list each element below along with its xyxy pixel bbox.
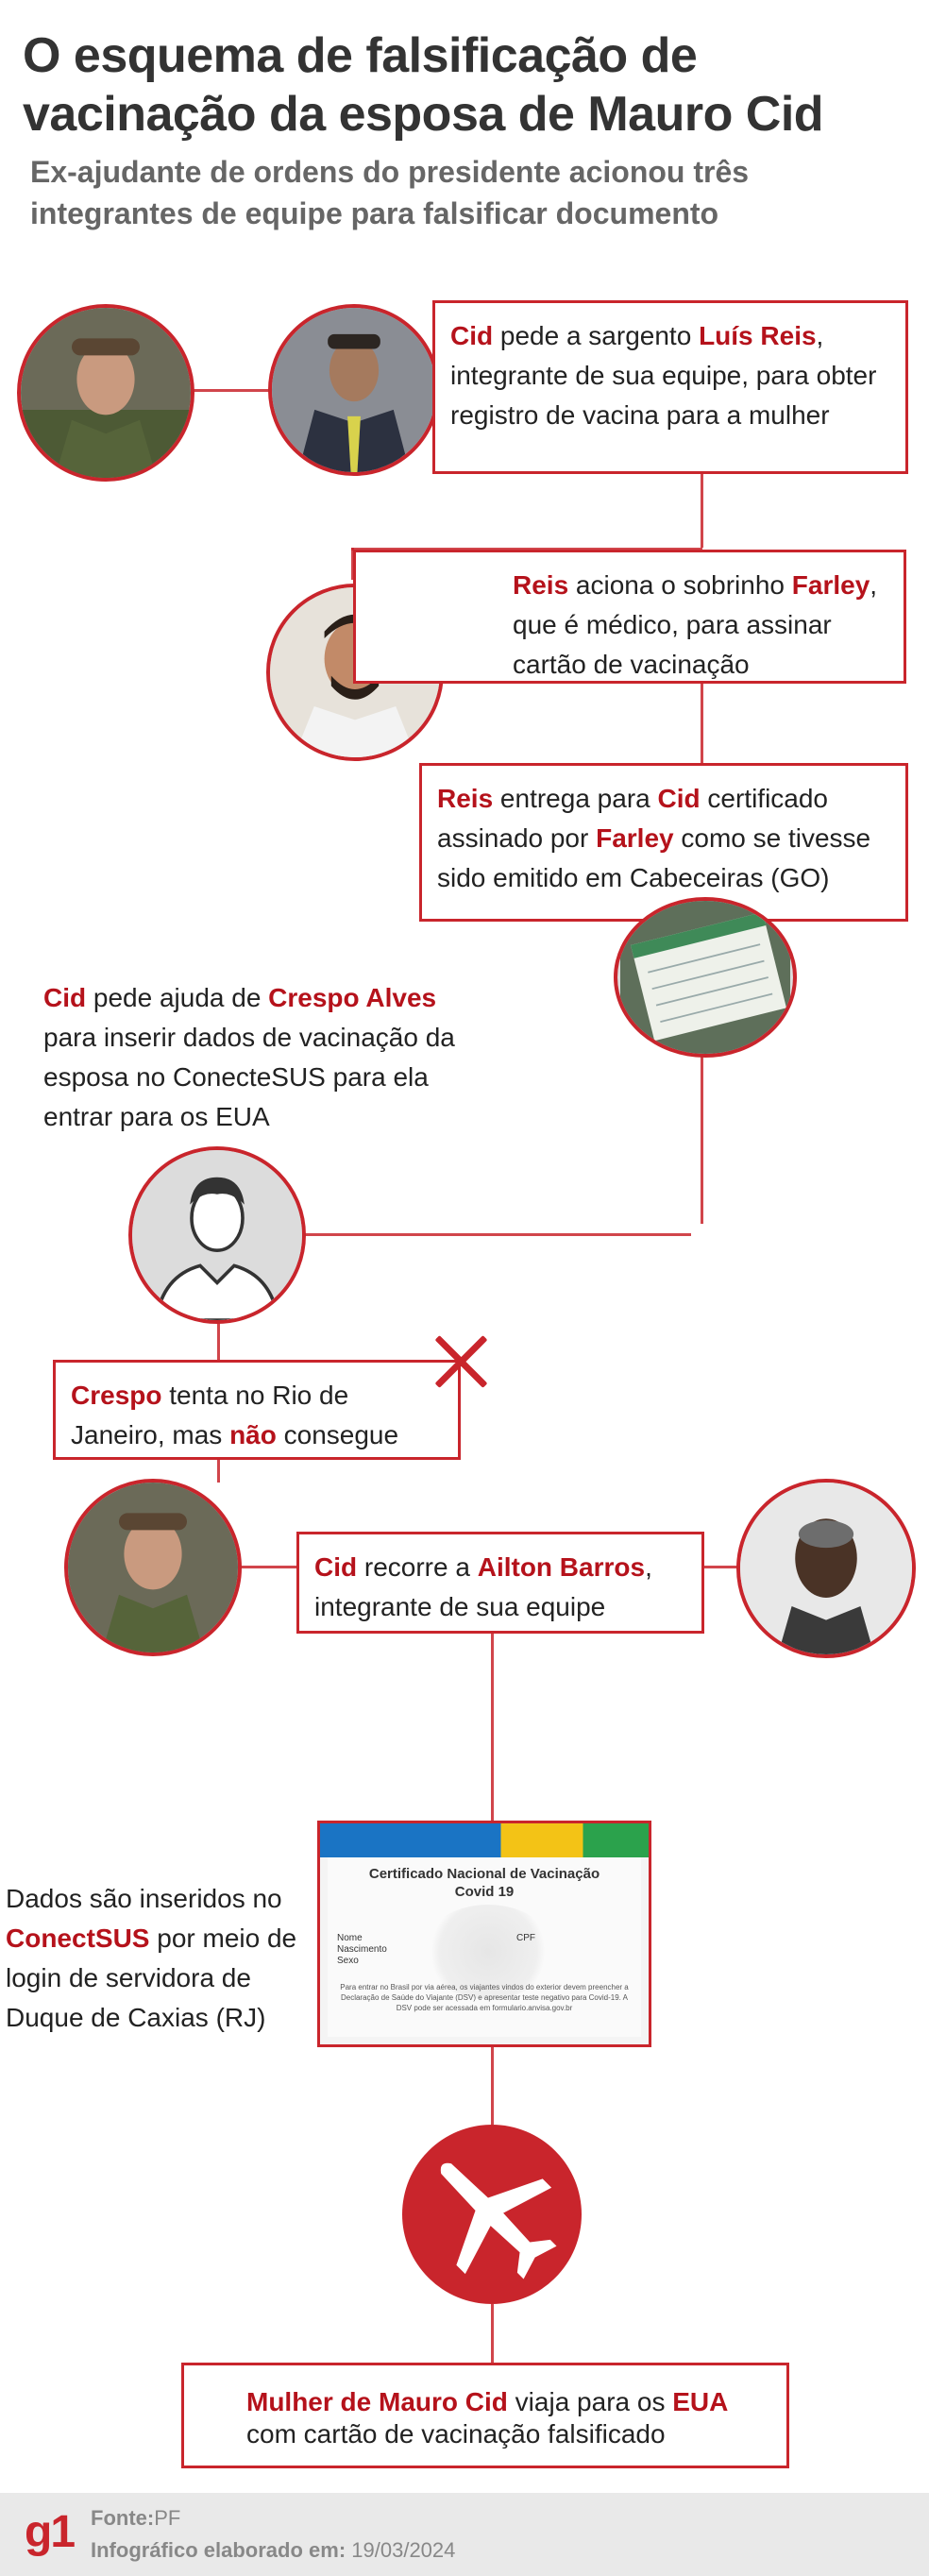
certificate-field-sex: Sexo (337, 1956, 359, 1966)
step-text: , integrante de sua equipe (314, 1552, 652, 1621)
connector-line (351, 548, 702, 551)
step-text: tenta no Rio de Janeiro, mas (71, 1381, 349, 1449)
connector-line (491, 2047, 494, 2125)
certificate-field-birth: Nascimento (337, 1944, 387, 1955)
luis-reis-photo (268, 304, 440, 476)
page-title: O esquema de falsificação de vacinação d… (23, 28, 824, 142)
footer: g1 Fonte:PF Infográfico elaborado em: 19… (0, 2493, 929, 2576)
step-text: , que é médico, para assinar cartão de v… (513, 570, 878, 679)
name-crespo-alves: Crespo Alves (268, 983, 437, 1012)
name-cid: Cid (450, 321, 494, 350)
name-reis: Reis (513, 570, 569, 600)
name-conectsus: ConectSUS (6, 1924, 150, 1953)
date-value: 19/03/2024 (351, 2538, 456, 2562)
brazil-seal-icon (422, 1905, 554, 1999)
source-label: Fonte: (91, 2506, 155, 2530)
connector-line (701, 680, 703, 772)
name-reis: Reis (437, 784, 494, 813)
step-text: consegue (276, 1420, 399, 1449)
step-text: aciona o sobrinho (568, 570, 792, 600)
connector-line (189, 389, 274, 392)
ailton-barros-photo (736, 1479, 916, 1658)
step-1-box: Cid pede a sargento Luís Reis, integrant… (432, 300, 908, 474)
step-7-text: Dados são inseridos no ConectSUS por mei… (6, 1879, 317, 2038)
certificate-subtitle: Covid 19 (454, 1884, 515, 1900)
step-text: por meio de login de servidora de Duque … (6, 1924, 297, 2032)
name-crespo: Crespo (71, 1381, 162, 1410)
name-farley: Farley (791, 570, 870, 600)
source-value: PF (154, 2506, 181, 2530)
step-text: , integrante de sua equipe, para obter r… (450, 321, 877, 430)
emphasis-nao: não (229, 1420, 277, 1449)
person-silhouette-icon (128, 1146, 306, 1324)
step-text: entrega para (493, 784, 658, 813)
step-4-text: Cid pede ajuda de Crespo Alves para inse… (43, 978, 487, 1137)
certificate-field-name: Nome (337, 1933, 363, 1943)
name-luis-reis: Luís Reis (699, 321, 817, 350)
date-line: Infográfico elaborado em: 19/03/2024 (91, 2538, 455, 2563)
connector-line (351, 548, 354, 580)
connector-line (236, 1566, 298, 1568)
connector-line (701, 1048, 703, 1224)
airplane-icon (402, 2125, 582, 2304)
step-8-box: Mulher de Mauro Cid viaja para os EUA co… (181, 2363, 789, 2468)
x-cross-icon (432, 1333, 489, 1390)
connector-line (491, 2304, 494, 2363)
certificate-header-bar (320, 1823, 649, 1857)
step-text: para inserir dados de vacinação da espos… (43, 1023, 455, 1131)
connector-line (491, 1628, 494, 1821)
step-text: recorre a (357, 1552, 478, 1582)
connector-line (701, 472, 703, 548)
name-mulher-de-mauro-cid: Mulher de Mauro Cid (246, 2387, 508, 2416)
step-text: com cartão de vacinação falsificado (246, 2419, 666, 2449)
step-2-box: Reis aciona o sobrinho Farley, que é méd… (353, 550, 906, 684)
name-ailton-barros: Ailton Barros (477, 1552, 646, 1582)
step-text: como se tivesse sido emitido em Cabeceir… (437, 823, 871, 892)
certificate-note: Para entrar no Brasil por via aérea, os … (340, 1983, 629, 2012)
connector-line (217, 1313, 220, 1360)
step-6-box: Cid recorre a Ailton Barros, integrante … (296, 1532, 704, 1634)
vaccination-card-photo (614, 897, 797, 1058)
step-3-box: Reis entrega para Cid certificado assina… (419, 763, 908, 922)
vaccination-certificate: Certificado Nacional de Vacinação Covid … (317, 1821, 651, 2047)
step-text: viaja para os (507, 2387, 673, 2416)
name-eua: EUA (672, 2387, 729, 2416)
certificate-title: Certificado Nacional de Vacinação (368, 1866, 600, 1882)
step-text: certificado assinado por (437, 784, 829, 853)
step-5-box: Crespo tenta no Rio de Janeiro, mas não … (53, 1360, 461, 1460)
connector-line (300, 1233, 691, 1236)
name-cid: Cid (43, 983, 87, 1012)
name-farley: Farley (596, 823, 674, 853)
mauro-cid-photo (64, 1479, 242, 1656)
g1-logo: g1 (25, 2507, 76, 2557)
step-text: Dados são inseridos no (6, 1884, 282, 1913)
mauro-cid-photo (17, 304, 194, 482)
step-text: pede ajuda de (86, 983, 269, 1012)
step-text: pede a sargento (493, 321, 700, 350)
name-cid: Cid (657, 784, 701, 813)
name-cid: Cid (314, 1552, 358, 1582)
page-subtitle: Ex-ajudante de ordens do presidente acio… (30, 155, 750, 230)
certificate-field-cpf: CPF (516, 1933, 535, 1943)
connector-line (701, 1566, 740, 1568)
date-label: Infográfico elaborado em: (91, 2538, 346, 2562)
source-line: Fonte:PF (91, 2506, 180, 2531)
